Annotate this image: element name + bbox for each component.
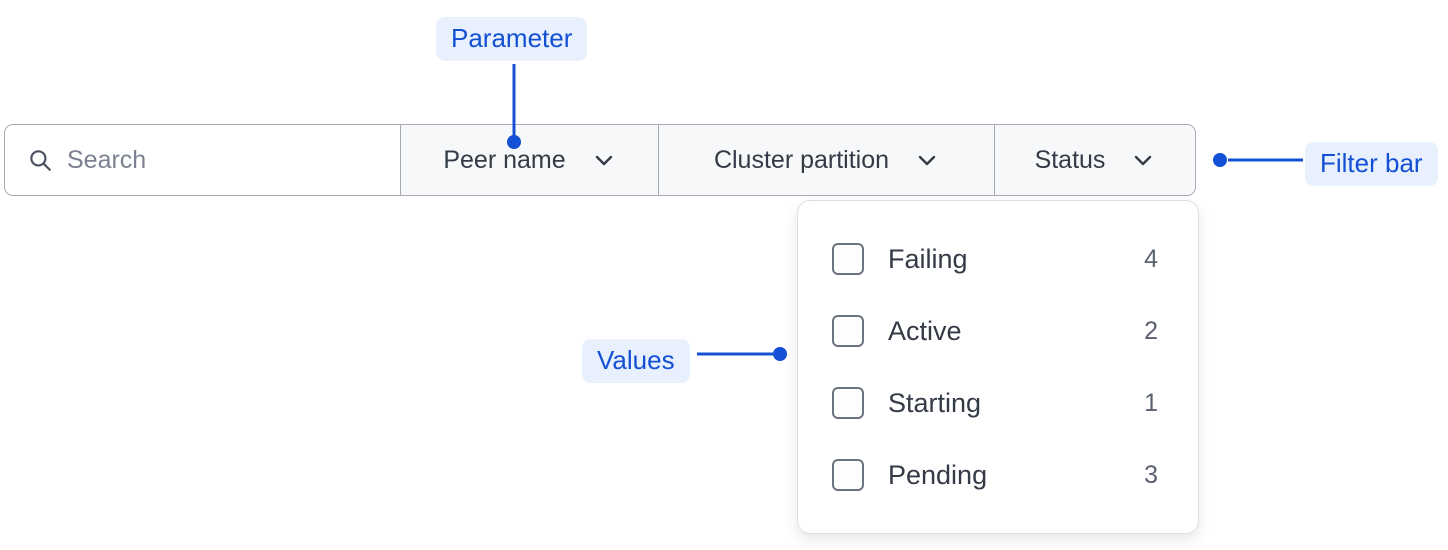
filter-button-peer-name[interactable]: Peer name: [401, 125, 659, 195]
annotation-label-values: Values: [582, 339, 690, 383]
annotation-label-filter-bar: Filter bar: [1305, 142, 1438, 186]
connector-dot-filter-bar: [1213, 153, 1227, 167]
checkbox-unchecked-icon[interactable]: [832, 315, 864, 347]
filter-button-cluster-partition[interactable]: Cluster partition: [659, 125, 995, 195]
dropdown-option-active[interactable]: Active 2: [798, 295, 1198, 367]
option-label: Failing: [888, 243, 968, 274]
checkbox-unchecked-icon[interactable]: [832, 243, 864, 275]
chevron-down-icon: [1135, 155, 1152, 166]
option-label: Pending: [888, 459, 988, 490]
option-label: Starting: [888, 387, 982, 418]
search-icon: [30, 150, 51, 171]
filter-label: Status: [1034, 145, 1106, 174]
chevron-down-icon: [595, 155, 612, 166]
option-count: 4: [1144, 244, 1158, 273]
option-count: 3: [1144, 460, 1158, 489]
option-count: 2: [1144, 316, 1158, 345]
option-count: 1: [1144, 388, 1158, 417]
filter-button-status[interactable]: Status: [995, 125, 1195, 195]
search-field[interactable]: [5, 125, 401, 195]
filter-bar: Peer name Cluster partition Status: [4, 124, 1196, 196]
status-dropdown-panel: Failing 4 Active 2 Starting 1 Pending 3: [797, 200, 1199, 534]
filter-label: Peer name: [443, 145, 566, 174]
chevron-down-icon: [918, 155, 936, 166]
dropdown-option-starting[interactable]: Starting 1: [798, 367, 1198, 439]
connector-dot-values: [773, 347, 787, 361]
dropdown-option-failing[interactable]: Failing 4: [798, 223, 1198, 295]
checkbox-unchecked-icon[interactable]: [832, 459, 864, 491]
dropdown-option-pending[interactable]: Pending 3: [798, 439, 1198, 511]
search-input[interactable]: [67, 145, 389, 175]
checkbox-unchecked-icon[interactable]: [832, 387, 864, 419]
option-label: Active: [888, 315, 962, 346]
annotation-label-parameter: Parameter: [436, 17, 588, 61]
filter-label: Cluster partition: [713, 145, 890, 174]
